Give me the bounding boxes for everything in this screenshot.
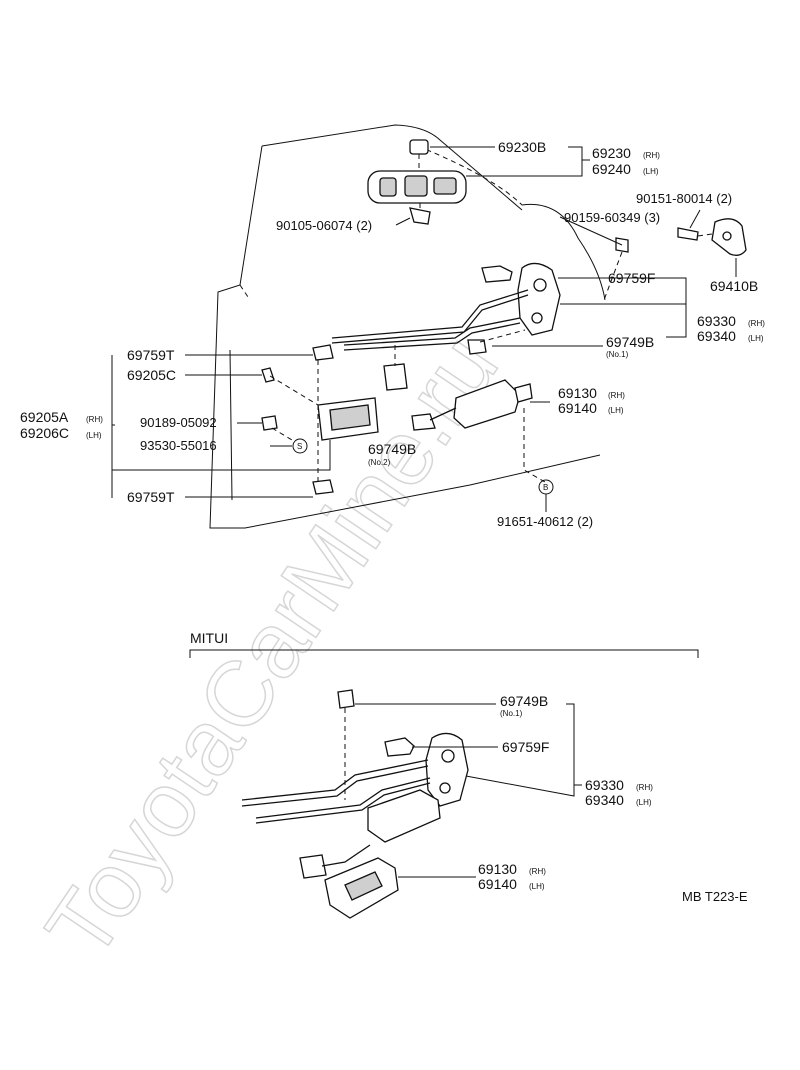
lh-label: (LH) [643, 167, 659, 176]
lh-label: (LH) [636, 798, 652, 807]
no2-label: (No.2) [368, 458, 391, 467]
rh-label: (RH) [643, 151, 660, 160]
part-label-90105-06074: 90105-06074 (2) [276, 218, 372, 233]
part-label-69140-bottom: 69140 [478, 876, 517, 892]
rh-label: (RH) [608, 391, 625, 400]
b-marker-label: B [543, 483, 548, 492]
part-label-69749B-top: 69749B [606, 334, 654, 350]
part-label-69340-top: 69340 [697, 328, 736, 344]
rh-label: (RH) [86, 415, 103, 424]
part-label-69759T-a: 69759T [127, 347, 175, 363]
rh-label: (RH) [636, 783, 653, 792]
door-lock-assembly-part [331, 262, 561, 355]
part-label-69130-bottom: 69130 [478, 861, 517, 877]
rh-label: (RH) [529, 867, 546, 876]
part-label-69759F-bottom: 69759F [502, 739, 549, 755]
upper-leaders [111, 146, 737, 512]
part-label-69759T-b: 69759T [127, 489, 175, 505]
part-label-93530-55016: 93530-55016 [140, 438, 217, 453]
outside-handle-part [367, 139, 467, 225]
b-marker-circle [538, 479, 554, 495]
part-label-69206C: 69206C [20, 425, 69, 441]
part-label-69130-top: 69130 [558, 385, 597, 401]
part-label-69749B-bottom: 69749B [500, 693, 548, 709]
part-label-69230: 69230 [592, 145, 631, 161]
part-label-69410B: 69410B [710, 278, 758, 294]
section-bracket [189, 649, 699, 658]
part-label-91651-40612: 91651-40612 (2) [497, 514, 593, 529]
lh-label: (LH) [748, 334, 764, 343]
part-label-90189-05092: 90189-05092 [140, 415, 217, 430]
mitui-lock-assembly-part [241, 689, 469, 919]
door-outline [209, 124, 606, 529]
rh-label: (RH) [748, 319, 765, 328]
lh-label: (LH) [608, 406, 624, 415]
inside-handle-part [261, 344, 379, 495]
part-label-90159-60349: 90159-60349 (3) [564, 210, 660, 225]
part-label-69340-bottom: 69340 [585, 792, 624, 808]
lh-label: (LH) [86, 431, 102, 440]
mitui-leaders [355, 703, 582, 878]
door-lock-motor-part [383, 345, 546, 483]
part-label-69330-bottom: 69330 [585, 777, 624, 793]
part-label-69205C: 69205C [127, 367, 176, 383]
part-label-90151-80014: 90151-80014 (2) [636, 191, 732, 206]
part-label-69330-top: 69330 [697, 313, 736, 329]
part-label-69205A: 69205A [20, 409, 69, 425]
door-lock-striker-part [603, 218, 747, 301]
no1-label: (No.1) [606, 350, 629, 359]
s-marker-label: S [297, 442, 302, 451]
part-label-69240: 69240 [592, 161, 631, 177]
part-label-69759F-top: 69759F [608, 270, 655, 286]
part-label-69140-top: 69140 [558, 400, 597, 416]
lh-label: (LH) [529, 882, 545, 891]
s-marker-circle [292, 438, 308, 454]
part-label-69749B-mid: 69749B [368, 441, 416, 457]
part-label-69230B: 69230B [498, 139, 546, 155]
diagram-reference-code: MB T223-E [682, 889, 748, 904]
section-title-mitui: MITUI [190, 630, 228, 646]
no1-label: (No.1) [500, 709, 523, 718]
